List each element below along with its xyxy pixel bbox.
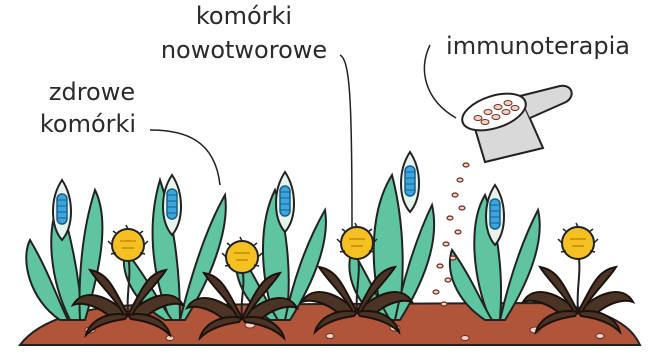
- leader-cancer: [340, 55, 352, 228]
- leader-healthy: [150, 130, 220, 185]
- label-healthy-line1: zdrowe: [49, 78, 135, 106]
- label-therapy: immunoterapia: [446, 32, 630, 60]
- label-cancer-line1: komórki: [196, 2, 292, 30]
- label-cancer-line2: nowotworowe: [161, 36, 327, 64]
- label-healthy-line2: komórki: [40, 110, 136, 138]
- scoop: [458, 86, 572, 162]
- healthy-plants: [26, 152, 539, 320]
